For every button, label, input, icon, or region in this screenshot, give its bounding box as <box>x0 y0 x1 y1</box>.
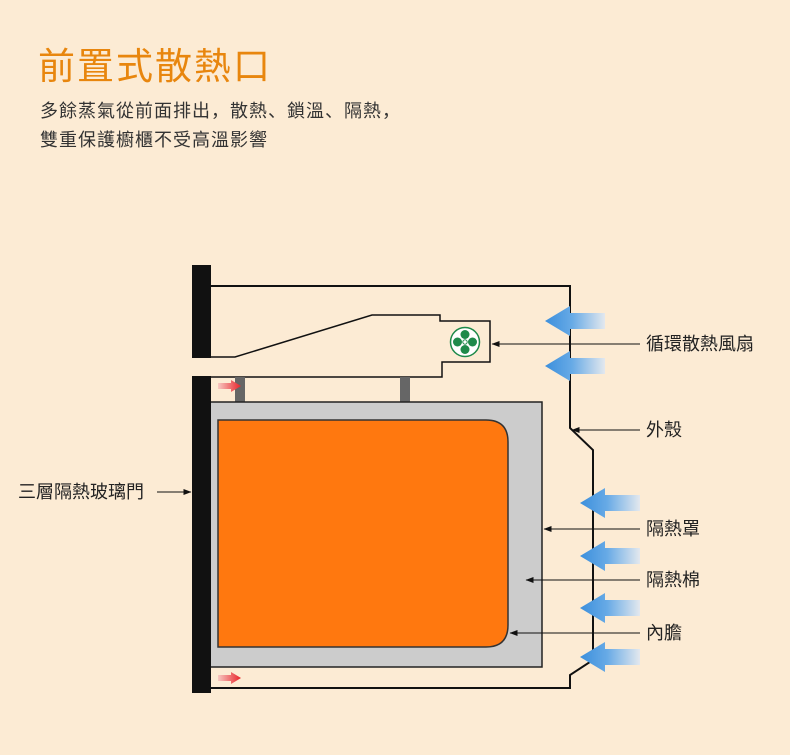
subtitle-line-1: 多餘蒸氣從前面排出，散熱、鎖溫、隔熱， <box>40 101 401 122</box>
label-glass-door: 三層隔熱玻璃門 <box>18 482 144 503</box>
fan-icon <box>449 326 481 358</box>
glass-door-lower <box>192 376 211 693</box>
cool-air-in-arrow-1 <box>545 306 605 336</box>
subtitle-line-2: 雙重保護櫥櫃不受高溫影響 <box>40 130 268 151</box>
hot-air-out-arrow-bottom <box>218 672 241 684</box>
support-pillar-left <box>235 377 245 402</box>
label-insulation: 隔熱棉 <box>646 570 700 591</box>
support-pillar-right <box>400 377 410 402</box>
label-heat-shield: 隔熱罩 <box>646 519 700 540</box>
cool-air-in-arrow-6 <box>580 642 640 672</box>
hot-air-out-arrow-top <box>218 380 241 392</box>
glass-door-upper <box>192 265 211 358</box>
cool-air-in-arrow-3 <box>580 488 640 518</box>
inner-cavity <box>217 419 509 648</box>
label-fan: 循環散熱風扇 <box>646 334 754 355</box>
page-title: 前置式散熱口 <box>38 45 272 88</box>
label-shell: 外殼 <box>646 420 682 441</box>
label-inner-cavity: 內膽 <box>646 623 682 644</box>
air-duct <box>210 314 491 378</box>
cool-air-in-arrow-2 <box>545 351 605 381</box>
cool-air-in-arrow-5 <box>580 593 640 623</box>
cool-air-in-arrow-4 <box>580 541 640 571</box>
